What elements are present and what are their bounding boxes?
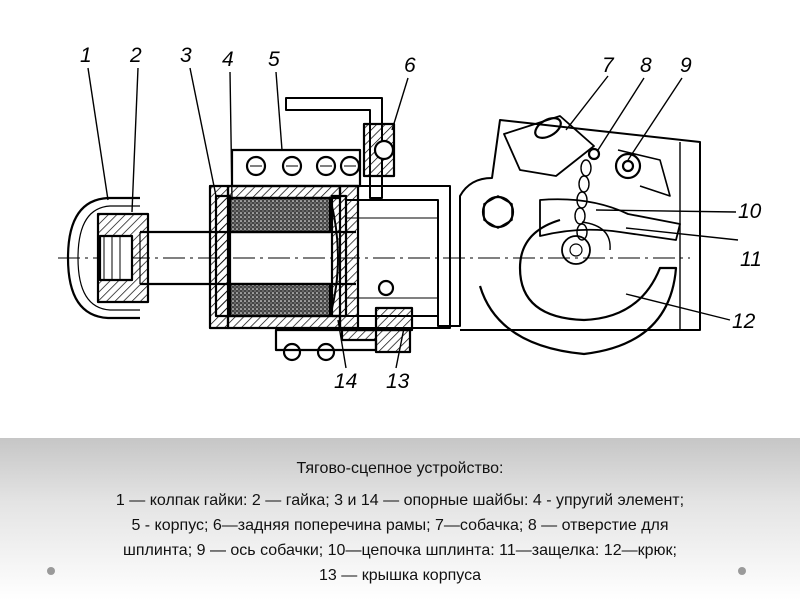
towing-hitch-drawing: 1 2 3 4 5 6 7 8 9 10 11 12 14 13 [58, 44, 762, 393]
caption-line-4: 13 — крышка корпуса [319, 567, 481, 584]
latch [539, 198, 681, 241]
label-12: 12 [732, 310, 756, 333]
coupling-head [345, 199, 439, 332]
label-13: 13 [386, 370, 410, 393]
rear-frame-crossmember [285, 97, 396, 199]
left-bullet-dot [47, 567, 55, 575]
caption-panel: Тягово-сцепное устройство: 1 — колпак га… [0, 438, 800, 600]
nut-cap [66, 196, 140, 320]
label-1: 1 [80, 44, 92, 67]
label-2: 2 [129, 44, 142, 67]
label-4: 4 [222, 48, 234, 71]
pawl [503, 115, 595, 177]
elastic-element [228, 196, 339, 318]
support-washer-front [214, 194, 232, 318]
cotter-pin-hole [587, 147, 601, 161]
label-11: 11 [740, 248, 762, 271]
pawl-axis [614, 149, 671, 197]
label-9: 9 [680, 54, 692, 77]
hook [478, 218, 678, 356]
leader-lines [87, 67, 739, 369]
caption-legend: 1 — колпак гайки: 2 — гайка; 3 и 14 — оп… [40, 488, 760, 588]
housing-body [208, 148, 451, 362]
label-3: 3 [180, 44, 192, 67]
label-5: 5 [268, 48, 280, 71]
cotter-pin-chain [561, 159, 592, 265]
label-8: 8 [640, 54, 652, 77]
right-bullet-dot [738, 567, 746, 575]
label-10: 10 [738, 200, 762, 223]
hook-housing-plate [437, 119, 701, 331]
label-14: 14 [334, 370, 357, 393]
caption-line-2: 5 - корпус; 6—задняя поперечина рамы; 7—… [131, 517, 669, 534]
label-7: 7 [602, 54, 615, 77]
caption-line-3: шплинта; 9 — ось собачки; 10—цепочка шпл… [123, 542, 677, 559]
label-6: 6 [404, 54, 416, 77]
caption-line-1: 1 — колпак гайки: 2 — гайка; 3 и 14 — оп… [115, 492, 685, 509]
caption-title: Тягово-сцепное устройство: [296, 460, 504, 477]
